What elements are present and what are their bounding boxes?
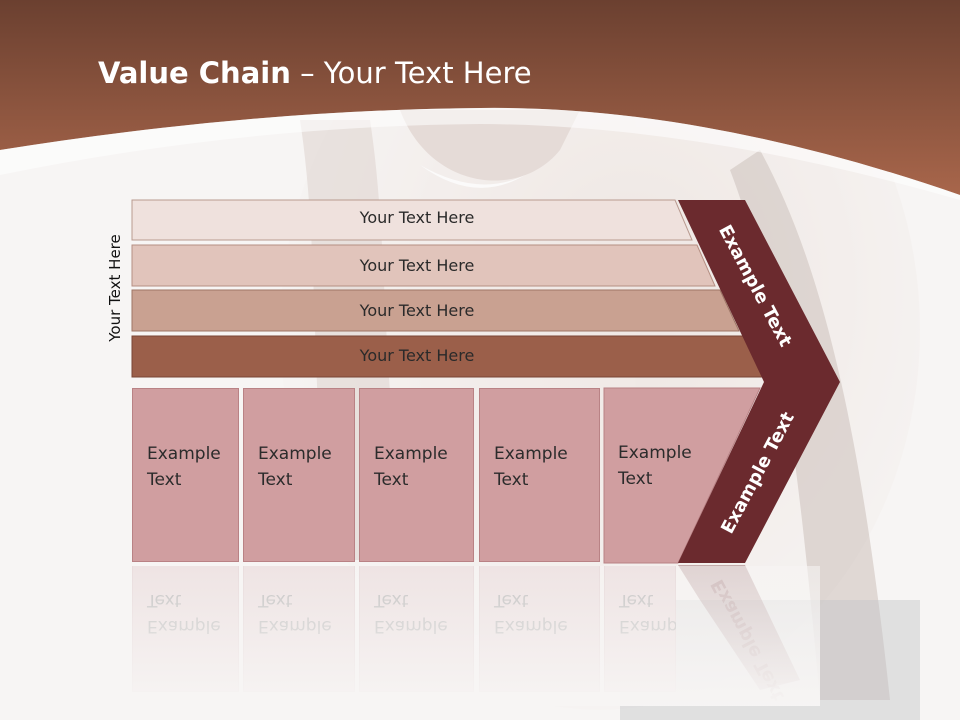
bar-1 (131, 199, 693, 241)
column-2: Example Text (243, 388, 355, 562)
title-rest: – Your Text Here (290, 56, 532, 90)
bar-2 (131, 244, 716, 287)
column-3-label: Example Text (374, 444, 448, 490)
title-bold: Value Chain (98, 56, 291, 90)
column-4-label: Example Text (494, 444, 568, 490)
bar-4-label: Your Text Here (359, 346, 475, 365)
bar-2-label: Your Text Here (359, 256, 475, 275)
chevron-arrow (678, 200, 840, 563)
column-1: Example Text (132, 388, 239, 562)
column-1-label: Example Text (147, 444, 221, 490)
side-label: Your Text Here (106, 234, 124, 342)
slide-title: Value Chain – Your Text Here (98, 56, 532, 90)
bar-3 (131, 289, 740, 332)
reflection-fade (120, 566, 820, 706)
bar-1-label: Your Text Here (359, 208, 475, 227)
column-5-label: Example Text (618, 443, 692, 489)
column-4: Example Text (479, 388, 600, 562)
bar-3-label: Your Text Here (359, 301, 475, 320)
column-3: Example Text (359, 388, 474, 562)
header-band (0, 0, 960, 195)
column-2-label: Example Text (258, 444, 332, 490)
